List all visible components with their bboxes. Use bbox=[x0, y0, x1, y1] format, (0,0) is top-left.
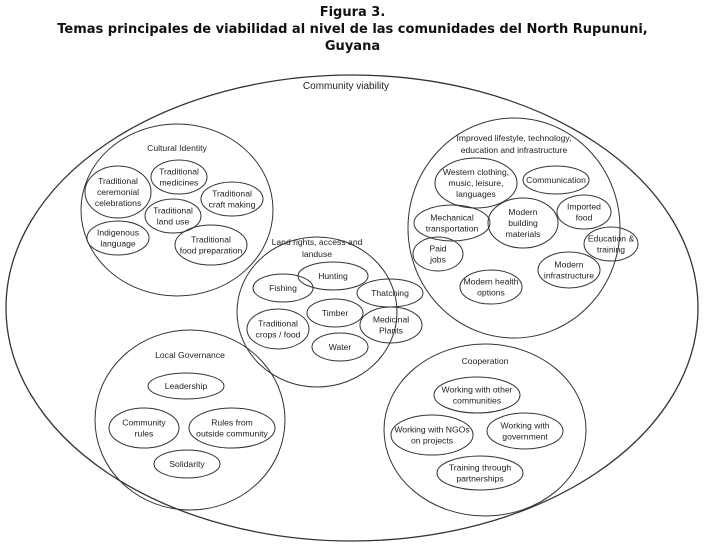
theme-title: Cooperation bbox=[462, 356, 509, 366]
subtheme-label: craft making bbox=[209, 200, 256, 210]
subtheme-label: transportation bbox=[426, 224, 479, 234]
subtheme-label: music, leisure, bbox=[449, 178, 504, 188]
subtheme-label: Working with bbox=[500, 421, 549, 431]
subtheme-label: government bbox=[502, 432, 548, 442]
subtheme-ellipse bbox=[174, 224, 248, 266]
subtheme-label: Traditional bbox=[159, 167, 199, 177]
subtheme-label: options bbox=[477, 288, 505, 298]
subtheme-label: Rules from bbox=[211, 418, 253, 428]
subtheme-label: jobs bbox=[429, 255, 446, 265]
subtheme-label: Western clothing, bbox=[443, 167, 509, 177]
subtheme-label: Water bbox=[329, 342, 352, 352]
subtheme-ellipse bbox=[246, 308, 310, 350]
subtheme-label: medicines bbox=[160, 178, 199, 188]
subtheme-ellipse bbox=[522, 165, 590, 195]
subtheme-label: Community bbox=[122, 418, 166, 428]
theme-title: landuse bbox=[302, 249, 332, 259]
subtheme-label: infrastructure bbox=[544, 271, 594, 281]
subtheme-label: Education & bbox=[588, 234, 635, 244]
subtheme-ellipse bbox=[306, 298, 364, 328]
figure-title-line-2: Guyana bbox=[324, 39, 381, 54]
subtheme-label: Working with NGOs bbox=[394, 425, 469, 435]
subtheme-ellipse bbox=[252, 273, 314, 303]
subtheme-label: Mechanical bbox=[430, 213, 474, 223]
subtheme-label: languages bbox=[456, 189, 496, 199]
subtheme-ellipse bbox=[150, 159, 208, 195]
subtheme-ellipse bbox=[434, 157, 518, 209]
subtheme-label: Thatching bbox=[371, 288, 409, 298]
subtheme-label: Paid bbox=[429, 244, 446, 254]
subtheme-label: building bbox=[508, 218, 538, 228]
subtheme-label: Plants bbox=[379, 326, 403, 336]
theme-title: Land rights, access and bbox=[272, 237, 363, 247]
subtheme-label: land use bbox=[157, 217, 190, 227]
subtheme-label: Traditional bbox=[191, 235, 231, 245]
subtheme-ellipse bbox=[487, 197, 559, 249]
subtheme-ellipse bbox=[359, 306, 423, 344]
figure-label: Figura 3. bbox=[319, 5, 386, 20]
subtheme-label: training bbox=[597, 245, 625, 255]
subtheme-label: partnerships bbox=[456, 474, 503, 484]
subtheme-label: Traditional bbox=[98, 176, 138, 186]
theme-circle bbox=[383, 343, 587, 517]
subtheme-ellipse bbox=[413, 204, 491, 242]
subtheme-label: food bbox=[576, 213, 593, 223]
subtheme-ellipse bbox=[188, 407, 276, 449]
subtheme-label: communities bbox=[453, 396, 501, 406]
subtheme-label: Modern health bbox=[464, 277, 519, 287]
theme-circle bbox=[94, 329, 286, 511]
subtheme-label: Traditional bbox=[258, 319, 298, 329]
subtheme-label: Hunting bbox=[318, 271, 348, 281]
subtheme-label: Training through bbox=[449, 463, 511, 473]
subtheme-ellipse bbox=[390, 414, 474, 456]
theme-title: Improved lifestyle, technology, bbox=[457, 133, 572, 143]
subtheme-ellipse bbox=[433, 376, 521, 414]
subtheme-ellipse bbox=[436, 455, 524, 491]
theme-circle bbox=[236, 236, 398, 388]
subtheme-label: Imported bbox=[567, 202, 601, 212]
subtheme-ellipse bbox=[144, 198, 202, 234]
subtheme-label: Indigenous bbox=[97, 228, 139, 238]
subtheme-ellipse bbox=[583, 226, 639, 262]
subtheme-label: rules bbox=[135, 429, 154, 439]
subtheme-ellipse bbox=[200, 181, 264, 217]
subtheme-label: ceremonial bbox=[97, 187, 139, 197]
subtheme-label: language bbox=[100, 239, 136, 249]
subtheme-label: Medicinal bbox=[373, 315, 409, 325]
subtheme-label: Communication bbox=[526, 175, 586, 185]
theme-circle bbox=[80, 123, 274, 297]
subtheme-label: celebrations bbox=[95, 198, 141, 208]
root-ellipse bbox=[5, 74, 699, 542]
subtheme-label: Timber bbox=[322, 308, 349, 318]
subtheme-label: on projects bbox=[411, 436, 453, 446]
theme-title: Cultural Identity bbox=[147, 143, 207, 153]
subtheme-ellipse bbox=[537, 251, 601, 289]
subtheme-ellipse bbox=[86, 220, 150, 256]
figure-title-line-1: Temas principales de viabilidad al nivel… bbox=[57, 22, 648, 37]
subtheme-ellipse bbox=[147, 372, 225, 400]
subtheme-ellipse bbox=[412, 236, 464, 272]
subtheme-label: materials bbox=[506, 229, 541, 239]
theme-title: education and infrastructure bbox=[461, 145, 568, 155]
subtheme-ellipse bbox=[108, 407, 180, 449]
subtheme-label: crops / food bbox=[256, 330, 301, 340]
subtheme-ellipse bbox=[556, 194, 612, 230]
subtheme-label: Leadership bbox=[165, 381, 208, 391]
subtheme-ellipse bbox=[84, 165, 152, 219]
subtheme-label: Modern bbox=[508, 207, 537, 217]
subtheme-label: Working with other bbox=[441, 385, 512, 395]
subtheme-ellipse bbox=[153, 449, 221, 479]
subtheme-ellipse bbox=[486, 412, 564, 450]
subtheme-ellipse bbox=[311, 332, 369, 362]
theme-title: Local Governance bbox=[155, 350, 225, 360]
subtheme-label: outside community bbox=[196, 429, 268, 439]
subtheme-label: Modern bbox=[554, 260, 583, 270]
subtheme-label: Fishing bbox=[269, 283, 297, 293]
subtheme-label: Solidarity bbox=[169, 459, 205, 469]
subtheme-label: Traditional bbox=[153, 206, 193, 216]
subtheme-label: Traditional bbox=[212, 189, 252, 199]
subtheme-label: food preparation bbox=[180, 246, 243, 256]
subtheme-ellipse bbox=[459, 269, 523, 305]
root-label: Community viability bbox=[303, 81, 389, 92]
